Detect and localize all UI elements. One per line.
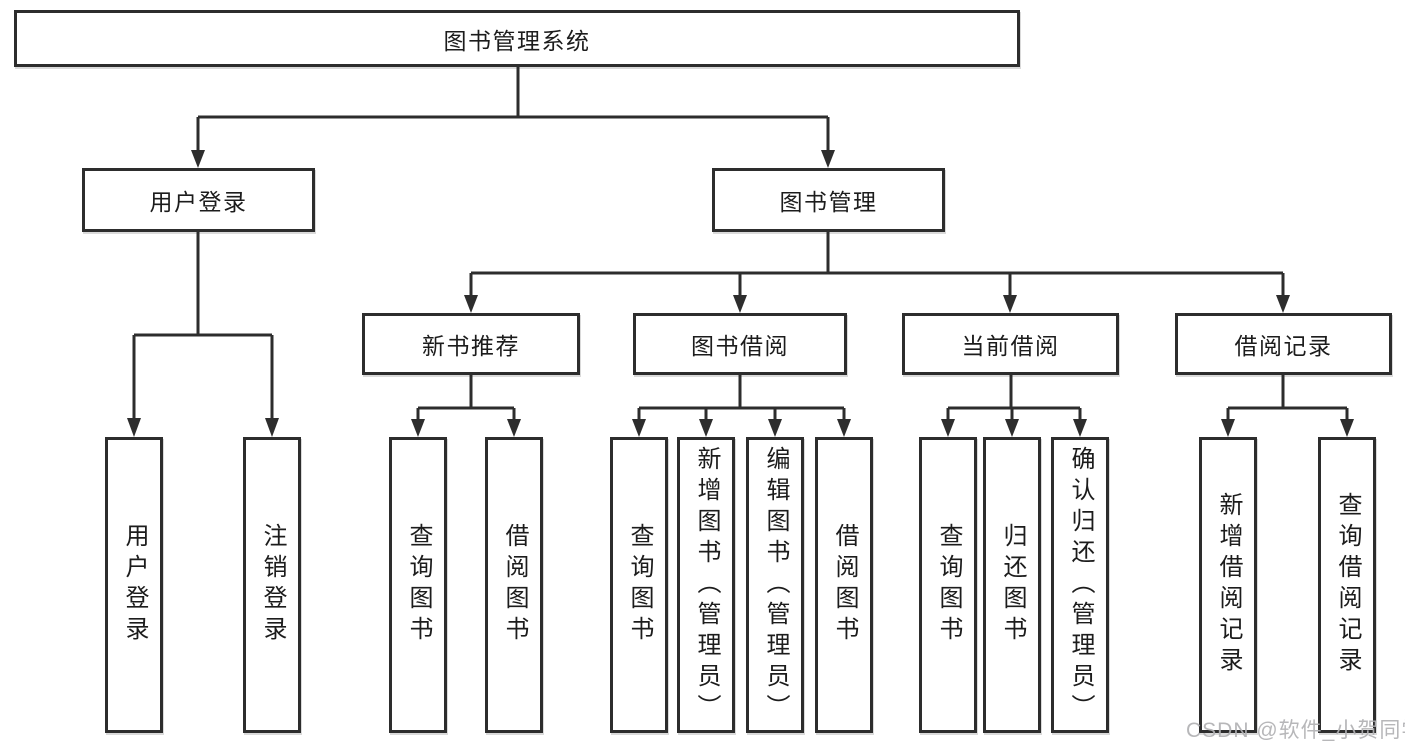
csdn-watermark: CSDN @软件_小贺同学 (1186, 719, 1405, 742)
leaf-borrow-books: 借阅图书 (815, 437, 873, 733)
node-new-book-recommendation: 新书推荐 (362, 313, 580, 375)
node-borrowing-records: 借阅记录 (1175, 313, 1392, 375)
arrow-down-icon (941, 419, 955, 437)
node-current-borrowing: 当前借阅 (902, 313, 1119, 375)
arrow-down-icon (265, 418, 279, 437)
connector-user-login-children (127, 232, 279, 437)
node-label: 用户登录 (121, 523, 148, 647)
node-label: 新书推荐 (422, 333, 520, 359)
leaf-current-query-books: 查询图书 (919, 437, 977, 733)
node-label: 当前借阅 (961, 333, 1060, 359)
leaf-add-books-admin: 新增图书（管理员） (677, 437, 735, 733)
node-label: 查询借阅记录 (1334, 492, 1361, 678)
node-label: 图书管理 (779, 189, 878, 215)
connector-current-borrow-children (941, 375, 1087, 437)
node-label: 借阅图书 (501, 523, 528, 647)
arrow-down-icon (1003, 295, 1017, 313)
arrow-down-icon (507, 419, 521, 437)
node-label: 新增图书（管理员） (693, 445, 720, 725)
node-label: 注销登录 (259, 523, 286, 647)
leaf-recommend-query-books: 查询图书 (389, 437, 447, 733)
leaf-recommend-borrow-books: 借阅图书 (485, 437, 543, 733)
arrow-down-icon (1340, 419, 1354, 437)
arrow-down-icon (1073, 419, 1087, 437)
node-user-login: 用户登录 (82, 168, 315, 232)
node-book-borrowing: 图书借阅 (633, 313, 847, 375)
node-label: 编辑图书（管理员） (762, 445, 789, 725)
node-book-management: 图书管理 (712, 168, 945, 232)
arrow-down-icon (768, 419, 782, 437)
arrow-down-icon (1221, 419, 1235, 437)
node-label: 查询图书 (626, 523, 653, 647)
leaf-add-borrow-record: 新增借阅记录 (1199, 437, 1257, 733)
leaf-query-borrow-record: 查询借阅记录 (1318, 437, 1376, 733)
arrow-down-icon (1005, 419, 1019, 437)
node-label: 查询图书 (405, 523, 432, 647)
node-label: 用户登录 (149, 189, 248, 215)
arrow-down-icon (837, 419, 851, 437)
arrow-down-icon (699, 419, 713, 437)
arrow-down-icon (127, 418, 141, 437)
arrow-down-icon (632, 419, 646, 437)
node-label: 借阅记录 (1234, 333, 1333, 359)
connector-book-borrow-children (632, 375, 851, 437)
node-label: 归还图书 (999, 523, 1026, 647)
arrow-down-icon (733, 295, 747, 313)
node-label: 查询图书 (935, 523, 962, 647)
connector-borrow-record-children (1221, 375, 1354, 437)
leaf-user-login: 用户登录 (105, 437, 163, 733)
node-label: 图书借阅 (691, 333, 789, 359)
leaf-return-books: 归还图书 (983, 437, 1041, 733)
node-label: 借阅图书 (831, 523, 858, 647)
arrow-down-icon (191, 150, 205, 168)
connector-new-book-children (411, 375, 521, 437)
node-label: 图书管理系统 (443, 27, 591, 54)
connector-book-management-to-level3 (464, 232, 1290, 313)
node-label: 新增借阅记录 (1215, 492, 1242, 678)
connector-root-to-level2 (191, 67, 835, 168)
node-library-management-system: 图书管理系统 (14, 10, 1020, 67)
leaf-confirm-return-admin: 确认归还（管理员） (1051, 437, 1109, 733)
node-label: 确认归还（管理员） (1067, 445, 1094, 725)
leaf-borrow-query-books: 查询图书 (610, 437, 668, 733)
leaf-logout-login: 注销登录 (243, 437, 301, 733)
arrow-down-icon (464, 295, 478, 313)
arrow-down-icon (1276, 295, 1290, 313)
leaf-edit-books-admin: 编辑图书（管理员） (746, 437, 804, 733)
arrow-down-icon (411, 419, 425, 437)
arrow-down-icon (821, 150, 835, 168)
